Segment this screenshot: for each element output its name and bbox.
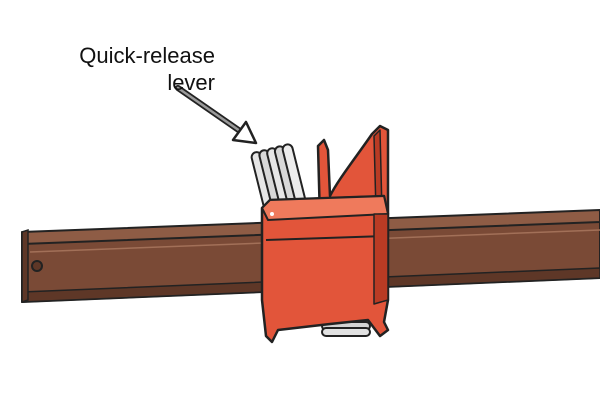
clamp-collar-top xyxy=(261,195,389,221)
arrow-head xyxy=(231,120,258,145)
lever-label: Quick-release lever xyxy=(60,42,215,102)
bar-end-cap xyxy=(21,228,29,304)
callout-arrow xyxy=(175,85,258,145)
clamp-band-line xyxy=(265,235,387,241)
bar-rivet xyxy=(31,260,43,272)
clamp-highlight xyxy=(270,212,274,216)
clamp-side-shade xyxy=(373,213,389,305)
clamp-head xyxy=(260,124,390,344)
lever-label-line1: Quick-release xyxy=(79,43,215,68)
lever-label-line2: lever xyxy=(167,70,215,95)
